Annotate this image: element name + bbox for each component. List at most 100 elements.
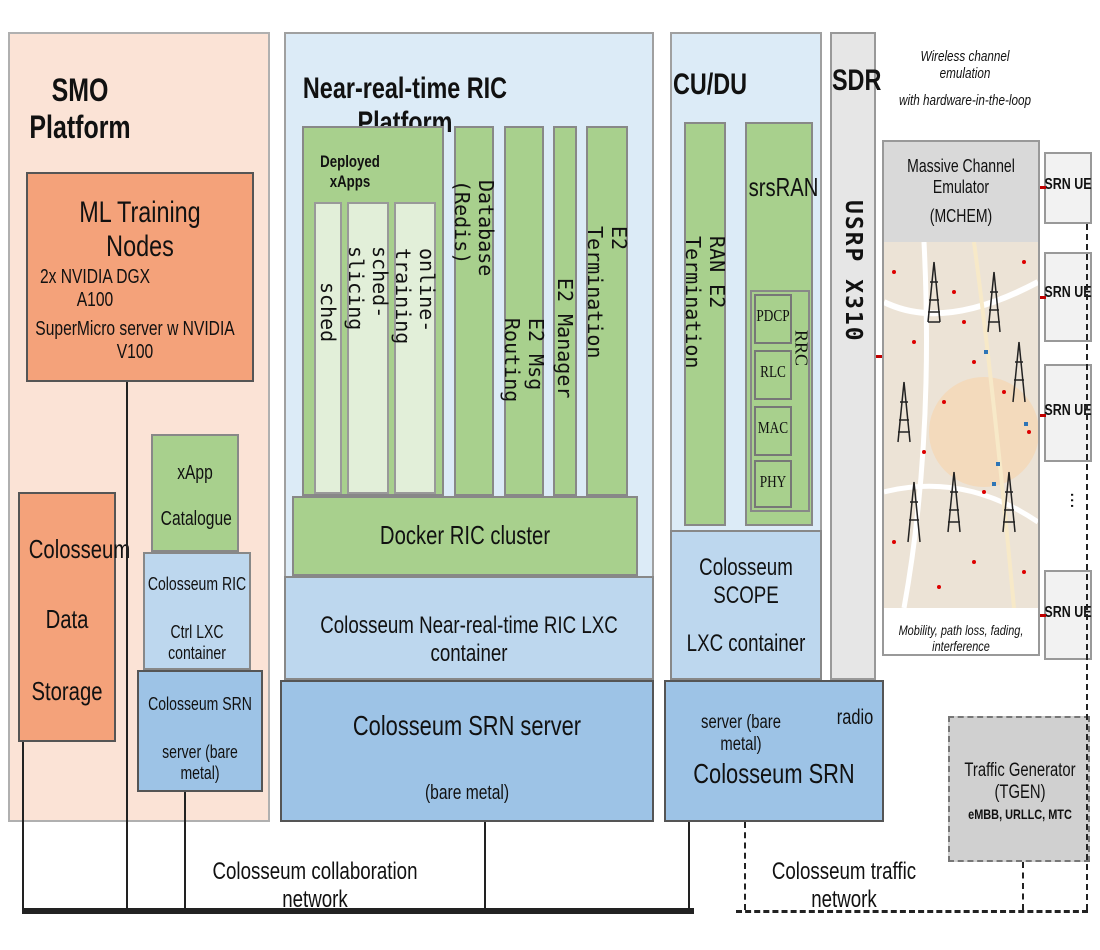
srn-ue-2-label: SRN UE [1044,284,1092,301]
xapp-online-training-label: online- training [391,248,439,345]
xapp-sched-label: sched [316,282,340,343]
ric-ctrl-l1: Colosseum RIC [147,574,247,594]
sdr-mchem-link [876,355,884,358]
drop-cudu-traffic [744,822,746,910]
scope-l1: Colosseum SCOPE [699,554,793,609]
rlc-label: RLC [760,362,786,381]
ric-title: Near-real-time RIC Platform [302,72,508,139]
srsran-label: srsRAN [748,172,819,202]
deployed-xapps-label: Deployed xApps [320,152,380,191]
ric-ctrl-l2: Ctrl LXC container [168,622,226,663]
smo-srn-l2: server (bare metal) [162,742,238,783]
srn-ue-4 [1044,570,1092,660]
drop-ric-srn [484,822,486,910]
xapp-sched-slicing [347,202,389,494]
ric-lxc-container [284,576,654,680]
smo-srn-l1: Colosseum SRN [148,694,252,714]
srn-ue-2 [1044,252,1092,342]
scope-lxc-container [670,530,822,680]
mchem-map [884,242,1038,608]
ue-link-3 [1040,414,1046,417]
ml-line2: SuperMicro server w NVIDIA V100 [35,318,235,363]
layer-mac [754,406,792,456]
ric-srn-server [280,680,654,822]
mchem-title-l2: (MCHEM) [929,206,993,226]
ue-link-1 [1040,186,1046,189]
xapp-catalogue [151,434,239,552]
docker-ric-cluster [292,496,638,576]
storage-l3: Storage [31,676,103,706]
mchem-caption-l2: with hardware-in-the-loop [898,92,1032,109]
drop-ue-chain [1086,224,1088,910]
xapp-online-training [394,202,436,494]
layer-rlc [754,350,792,400]
ric-e2-msg-routing [504,126,544,496]
data-storage [18,492,116,742]
traffic-network-bus [736,910,1088,913]
srn-ue-1 [1044,152,1092,224]
cudu-srn-radio: radio [836,706,874,729]
tower-icon [897,261,1026,543]
srn-ue-4-label: SRN UE [1044,604,1092,621]
collab-network-label: Colosseum collaboration network [212,858,418,913]
srn-ue-ellipsis: ... [1066,492,1088,509]
ric-database-label: Database (Redis) [450,180,498,277]
scope-l2: LXC container [686,630,806,657]
ue-link-2 [1040,296,1046,299]
mchem-header [884,142,1038,242]
pdcp-label: PDCP [756,306,790,325]
usrp-label: USRP X310 [840,200,866,343]
xapp-sched [314,202,342,494]
storage-l2: Data [45,604,89,634]
rrc-label: RRC [791,330,812,367]
mchem-title-l1: Massive Channel Emulator [907,156,1015,197]
sdr-title: SDR [831,64,882,97]
traffic-network-label: Colosseum traffic network [771,858,917,913]
catalogue-l1: xApp [177,462,213,484]
srn-ue-3 [1044,364,1092,462]
ric-e2-termination-label: E2 Termination [583,226,631,359]
docker-label: Docker RIC cluster [379,520,551,550]
smo-title: SMO Platform [29,72,131,145]
drop-smo-srn [184,792,186,910]
ric-e2-termination [586,126,628,496]
cudu-srn-name: Colosseum SRN [693,758,855,789]
mchem-caption-l1: Wireless channel emulation [920,48,1010,82]
catalogue-l2: Catalogue [160,508,232,530]
sdr-column [830,32,876,680]
cudu-srn [664,680,884,822]
traffic-generator [948,716,1090,862]
mac-label: MAC [757,418,789,437]
mchem-footer: Mobility, path loss, fading, interferenc… [898,622,1024,654]
ric-database [454,126,494,496]
tgen-title: Traffic Generator (TGEN) [964,760,1076,803]
ue-link-4 [1040,614,1046,617]
ran-e2-label: RAN E2 Termination [681,236,729,369]
ric-ctrl-container [143,552,251,670]
ran-e2-termination [684,122,726,526]
phy-label: PHY [759,472,787,491]
layer-phy [754,460,792,508]
tgen-sub: eMBB, URLLC, MTC [968,806,1072,822]
storage-l1: Colosseum [28,534,131,564]
ml-training-nodes [26,172,254,382]
cudu-title: CU/DU [672,68,748,101]
ric-srn-l2: (bare metal) [424,782,510,804]
ric-e2-msg-routing-label: E2 Msg Routing [500,318,548,403]
drop-cudu-srn [688,822,690,910]
drop-tgen-traffic [1022,862,1024,910]
ric-lxc-label: Colosseum Near-real-time RIC LXC contain… [320,612,618,667]
drop-ml [126,382,128,910]
drop-storage [22,742,24,910]
ric-e2-manager [553,126,577,496]
ric-srn-l1: Colosseum SRN server [352,710,582,741]
smo-srn-server [137,670,263,792]
collab-network-bus [22,908,694,914]
xapp-sched-slicing-label: sched- slicing [344,246,392,331]
cudu-srn-server: server (bare metal) [701,712,781,755]
srn-ue-1-label: SRN UE [1044,176,1092,193]
ml-title: ML Training Nodes [79,196,201,263]
srn-ue-3-label: SRN UE [1044,402,1092,419]
layer-pdcp [754,294,792,344]
ml-line1: 2x NVIDIA DGX A100 [39,266,151,311]
